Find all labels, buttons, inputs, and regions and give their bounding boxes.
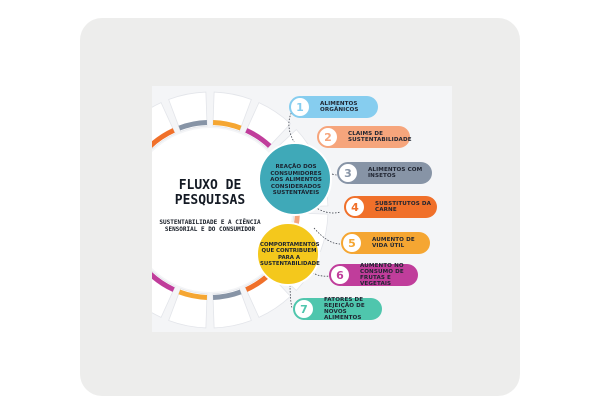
hub-consumer-reaction: REAÇÃO DOS CONSUMIDORES AOS ALIMENTOS CO… [258,142,332,216]
connector-7 [289,281,293,309]
item-sustainability-claims: CLAIMS DE SUSTENTABILIDADE [320,126,412,148]
item-label: ALIMENTOS ORGÂNICOS [320,100,359,113]
number-badge-4: 4 [344,196,366,218]
ring-segment-band [178,120,208,131]
item-label: AUMENTO DE VIDA ÚTIL [372,236,415,249]
infographic: FLUXO DE PESQUISAS SUSTENTABILIDADE E A … [152,86,452,332]
diagram-subtitle: SUSTENTABILIDADE E A CIÊNCIA SENSORIAL E… [159,219,261,234]
item-insect-foods: ALIMENTOS COM INSETOS [340,162,432,184]
ring-segment-band [212,120,242,131]
item-label: ALIMENTOS COM INSETOS [368,166,423,179]
item-label: SUBSTITUTOS DA CARNE [375,200,432,213]
item-novel-food-rejection: FATORES DE REJEIÇÃO DE NOVOS ALIMENTOS [296,296,382,322]
item-shelf-life: AUMENTO DE VIDA ÚTIL [344,232,430,254]
number-badge-6: 6 [329,264,351,286]
ring-segment-band [178,289,208,300]
item-organic-foods: ALIMENTOS ORGÂNICOS [292,96,378,118]
number-badge-7: 7 [293,298,315,320]
item-label: FATORES DE REJEIÇÃO DE NOVOS ALIMENTOS [324,296,365,322]
connector-6 [301,261,331,277]
hub-sustainable-behaviors: COMPORTAMENTOS QUE CONTRIBUEM PARA A SUS… [256,222,320,286]
item-label: AUMENTO NO CONSUMO DE FRUTAS E VEGETAIS [360,262,404,288]
hub-sustainable-behaviors-label: COMPORTAMENTOS QUE CONTRIBUEM PARA A SUS… [260,242,320,267]
ring-segment-band [212,289,242,300]
diagram-title: FLUXO DE PESQUISAS [174,178,246,208]
number-badge-3: 3 [337,162,359,184]
ring-segment-band [152,128,175,148]
connector-5 [313,227,341,245]
number-badge-5: 5 [341,232,363,254]
number-badge-1: 1 [289,96,311,118]
item-fruit-vegetable-consumption: AUMENTO NO CONSUMO DE FRUTAS E VEGETAIS [332,262,418,288]
ring-segment-band [245,272,272,292]
item-meat-substitutes: SUBSTITUTOS DA CARNE [347,196,437,218]
item-label: CLAIMS DE SUSTENTABILIDADE [348,130,412,143]
ring-segment-band [245,128,272,148]
ring-segment-band [152,272,175,292]
hub-consumer-reaction-label: REAÇÃO DOS CONSUMIDORES AOS ALIMENTOS CO… [270,164,322,196]
number-badge-2: 2 [317,126,339,148]
connector-3 [331,173,341,176]
